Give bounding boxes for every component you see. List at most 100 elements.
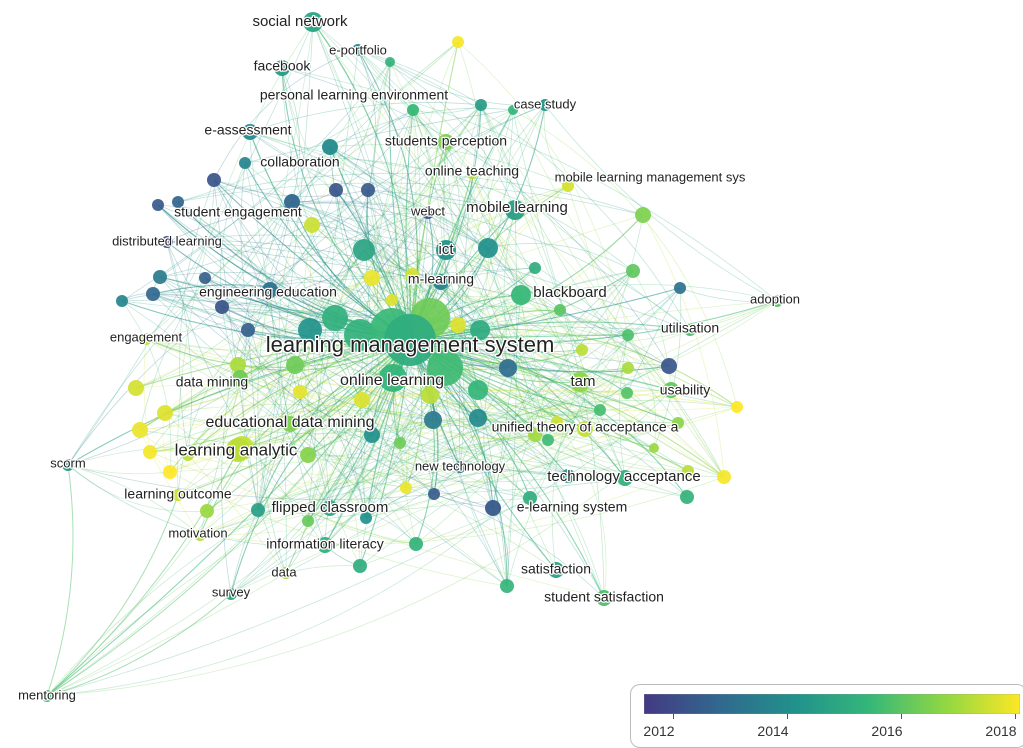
- label-tam: tam: [570, 373, 595, 390]
- network-edge: [547, 367, 629, 441]
- network-edge: [257, 289, 287, 574]
- network-edge: [329, 146, 447, 251]
- node-scorm: [62, 459, 74, 471]
- network-node: [361, 183, 375, 197]
- network-edge: [506, 209, 518, 587]
- network-edge: [187, 339, 411, 456]
- network-edge: [257, 339, 411, 511]
- label-new-technology: new technology: [415, 458, 506, 473]
- label-educational-data-mining: educational data mining: [205, 414, 374, 431]
- network-node: [475, 99, 487, 111]
- network-edge: [477, 400, 738, 419]
- network-edge: [415, 381, 581, 545]
- network-edge: [241, 392, 431, 449]
- network-edge: [177, 329, 249, 496]
- network-node: [353, 559, 367, 573]
- network-edge: [324, 476, 725, 546]
- node-blackboard: [511, 285, 531, 305]
- label-flipped-classroom: flipped classroom: [272, 499, 389, 516]
- network-edge: [187, 424, 373, 456]
- network-edge: [567, 389, 672, 477]
- network-edge: [46, 381, 581, 697]
- legend-tick-2012: 2012: [643, 723, 675, 739]
- network-node: [329, 183, 343, 197]
- network-edge: [411, 274, 561, 311]
- network-edge: [230, 287, 681, 595]
- network-edge: [412, 109, 626, 479]
- network-edge: [544, 104, 778, 302]
- network-edge: [361, 399, 531, 499]
- network-node: [508, 105, 518, 115]
- network-edge: [307, 392, 628, 522]
- network-edge: [199, 339, 411, 536]
- label-distributed-learning: distributed learning: [112, 233, 222, 248]
- network-edge: [166, 241, 309, 522]
- network-edge: [312, 21, 549, 441]
- network-edge: [534, 406, 738, 438]
- network-edge: [581, 270, 634, 351]
- network-labeled-nodes: [41, 12, 783, 702]
- node-personal-learning-environment: [407, 104, 419, 116]
- network-edge: [363, 61, 391, 251]
- network-edge: [365, 422, 679, 519]
- network-edge: [249, 131, 583, 351]
- network-edge: [46, 449, 239, 697]
- network-node: [622, 362, 634, 374]
- network-edge: [492, 270, 634, 509]
- network-edge: [159, 61, 391, 278]
- network-node: [239, 157, 251, 169]
- network-edge: [409, 339, 688, 498]
- network-edge: [653, 287, 682, 449]
- network-edge: [642, 214, 725, 478]
- network-edge: [299, 141, 447, 393]
- network-edge: [307, 294, 522, 522]
- network-edge: [547, 367, 629, 441]
- node-e-learning-system: [485, 500, 501, 516]
- network-edge: [177, 21, 314, 496]
- label-ict: ict: [439, 241, 455, 258]
- node-case-study: [539, 99, 551, 111]
- network-edge: [312, 21, 461, 468]
- network-edge: [149, 214, 644, 453]
- network-edge: [512, 109, 725, 478]
- network-edge: [164, 392, 363, 414]
- network-edge: [440, 267, 536, 283]
- network-edge: [334, 185, 569, 319]
- network-edge: [257, 434, 536, 514]
- node-students-perception: [438, 134, 454, 150]
- network-edge: [230, 267, 536, 595]
- network-edge: [405, 300, 778, 489]
- network-edge: [145, 179, 215, 340]
- network-node: [199, 272, 211, 284]
- network-edge: [409, 339, 672, 391]
- network-edge: [547, 439, 689, 472]
- network-edge: [324, 434, 373, 546]
- network-edge: [237, 364, 531, 499]
- network-edge: [187, 454, 287, 574]
- network-edge: [241, 104, 482, 449]
- network-node: [354, 392, 370, 408]
- network-edge: [367, 189, 522, 296]
- network-edge: [335, 189, 509, 369]
- network-edge: [307, 454, 569, 483]
- node-m-learning: [433, 274, 449, 290]
- network-edge: [329, 146, 516, 211]
- network-edge: [361, 300, 778, 408]
- network-edge: [145, 338, 435, 495]
- network-edge: [480, 104, 725, 478]
- network-edge: [626, 287, 681, 394]
- node-mentoring: [41, 690, 53, 702]
- node-distributed-learning: [161, 236, 173, 248]
- network-edge: [139, 185, 569, 431]
- network-node: [500, 579, 514, 593]
- network-node: [400, 482, 412, 494]
- network-edge: [363, 249, 586, 430]
- network-node: [621, 387, 633, 399]
- network-edge: [405, 270, 634, 489]
- network-edge: [567, 185, 628, 394]
- label-scorm: scorm: [50, 455, 85, 470]
- network-node: [661, 358, 677, 374]
- network-edge: [487, 243, 634, 272]
- label-information-literacy: information literacy: [266, 536, 384, 552]
- legend-tick-mark: [1015, 714, 1016, 719]
